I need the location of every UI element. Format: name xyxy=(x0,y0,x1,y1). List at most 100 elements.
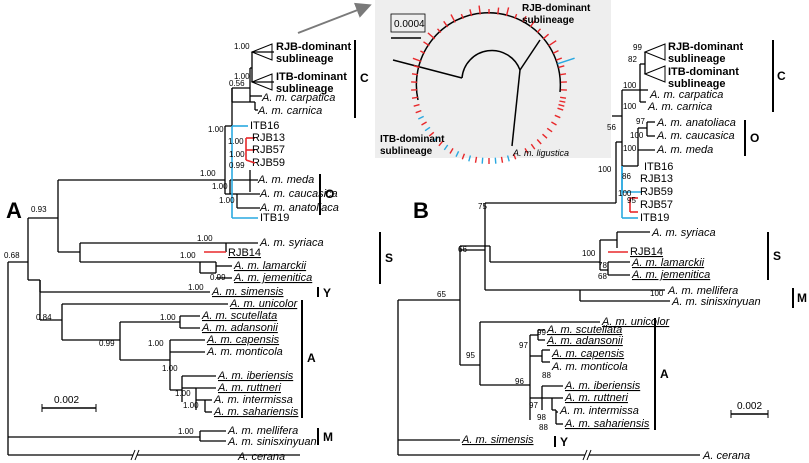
inset-tip xyxy=(554,114,561,119)
tree-b-taxon: A. m. unicolor xyxy=(601,316,671,328)
inset-tip xyxy=(559,100,566,103)
group-label-m-b: M xyxy=(797,291,807,305)
tree-b-itb-sub-1: ITB-dominant xyxy=(668,66,739,78)
inset-tip xyxy=(536,139,542,145)
tree-a-taxon: RJB14 xyxy=(228,247,261,259)
group-label-s-b: S xyxy=(773,249,781,263)
inset-tip xyxy=(443,20,449,28)
support-value: 0.56 xyxy=(229,79,245,88)
support-value: 95 xyxy=(627,196,636,205)
tree-a-taxon: A. m. caucasica xyxy=(259,188,338,200)
tree-a-taxon: A. m. meda xyxy=(257,174,314,186)
tree-b-taxon: A. m. ruttneri xyxy=(564,392,629,404)
inset-tip xyxy=(455,150,460,158)
inset-tip xyxy=(436,28,442,33)
support-value: 97 xyxy=(519,341,528,350)
support-value: 100 xyxy=(598,165,612,174)
inset-tip xyxy=(449,148,454,154)
support-value: 100 xyxy=(582,249,596,258)
inset-tip xyxy=(460,13,464,20)
support-value: 1.00 xyxy=(188,283,204,292)
support-value: 86 xyxy=(622,172,631,181)
support-value: 0.99 xyxy=(99,339,115,348)
tree-b-taxon: A. m. meda xyxy=(656,144,713,156)
inset-tip xyxy=(427,32,436,40)
tree-a-taxon: A. m. capensis xyxy=(206,334,280,346)
inset-branch xyxy=(519,39,541,71)
support-value: 96 xyxy=(515,377,524,386)
support-value: 99 xyxy=(537,328,546,337)
tree-a-taxon: A. m. lamarckii xyxy=(233,260,307,272)
collapsed-itb-clade-a xyxy=(250,73,273,91)
support-value: 1.00 xyxy=(162,364,178,373)
inset-tip xyxy=(417,115,425,120)
inset-circular-tree xyxy=(392,5,575,164)
support-value: 88 xyxy=(539,423,548,432)
support-value: 82 xyxy=(628,55,637,64)
group-label-y-a: Y xyxy=(323,286,331,300)
inset-tip xyxy=(413,103,420,107)
support-value: 1.00 xyxy=(229,150,245,159)
support-value: 97 xyxy=(636,117,645,126)
tree-a-taxon: A. m. syriaca xyxy=(259,237,324,249)
inset-tip xyxy=(481,157,484,164)
support-value: 78 xyxy=(598,261,607,270)
inset-rjb-label-line2: sublineage xyxy=(522,15,575,26)
support-value: 98 xyxy=(537,413,546,422)
tree-a-taxon: ITB16 xyxy=(250,120,279,132)
tree-b-taxon: A. m. carnica xyxy=(647,101,712,113)
support-value: 1.00 xyxy=(212,182,228,191)
tree-a-taxon: RJB57 xyxy=(252,144,285,156)
inset-tip xyxy=(546,127,553,133)
inset-tip xyxy=(506,155,510,162)
inset-tip xyxy=(529,19,537,28)
group-label-s-a: S xyxy=(385,251,393,265)
inset-tip xyxy=(413,65,420,69)
support-value: 95 xyxy=(466,351,475,360)
inset-tip xyxy=(536,28,542,33)
tree-a-taxon: A. m. carpatica xyxy=(261,92,335,104)
group-label-c-a: C xyxy=(360,71,369,85)
inset-tip xyxy=(428,131,435,137)
support-value: 1.00 xyxy=(183,401,199,410)
tree-b-taxon: A. m. mellifera xyxy=(667,285,738,297)
inset-scale-label: 0.0004 xyxy=(394,19,425,30)
tree-b-taxon: A. m. simensis xyxy=(461,434,534,446)
tree-a-taxon: ITB19 xyxy=(260,212,289,224)
inset-tip xyxy=(412,57,422,63)
tree-a-taxon: A. m. adansonii xyxy=(201,322,278,334)
inset-tip xyxy=(530,143,536,150)
support-value: 0.93 xyxy=(31,205,47,214)
tree-b-taxon: RJB59 xyxy=(640,186,673,198)
inset-tip xyxy=(494,157,497,164)
inset-tip xyxy=(542,133,548,139)
inset-tip xyxy=(450,14,456,23)
support-value: 56 xyxy=(607,123,616,132)
tree-a-taxon: A. m. sahariensis xyxy=(213,406,299,418)
tree-b-taxon: ITB16 xyxy=(644,161,673,173)
tree-b-rjb-sub-2: sublineage xyxy=(668,53,725,65)
support-value: 0.99 xyxy=(229,161,245,170)
scale-label-a: 0.002 xyxy=(54,395,79,406)
inset-tip xyxy=(552,49,559,54)
tree-b-taxon: RJB13 xyxy=(640,173,673,185)
tree-a-taxon: A. m. monticola xyxy=(206,346,283,358)
support-value: 0.99 xyxy=(210,273,226,282)
tree-a-taxon: RJB13 xyxy=(252,132,285,144)
inset-tip xyxy=(438,140,444,147)
tree-a-taxon: A. m. iberiensis xyxy=(217,370,294,382)
inset-scale-box xyxy=(390,13,426,33)
tree-b-taxon: A. m. capensis xyxy=(551,348,625,360)
inset-panel: 0.0004 RJB-dominant sublineage ITB-domin… xyxy=(297,0,611,164)
group-label-y-b: Y xyxy=(560,435,568,449)
support-value: 75 xyxy=(478,202,487,211)
tree-a-taxon: A. m. simensis xyxy=(211,286,284,298)
tree-b-taxon: A. m. sahariensis xyxy=(564,418,650,430)
tree-a-taxon: A. cerana xyxy=(237,451,285,463)
tree-a-itb-sub-1: ITB-dominant xyxy=(276,71,347,83)
zoom-arrow xyxy=(297,2,372,34)
inset-tip xyxy=(548,40,557,47)
inset-tip xyxy=(474,156,478,163)
support-value: 65 xyxy=(437,290,446,299)
inset-tip xyxy=(524,148,529,154)
